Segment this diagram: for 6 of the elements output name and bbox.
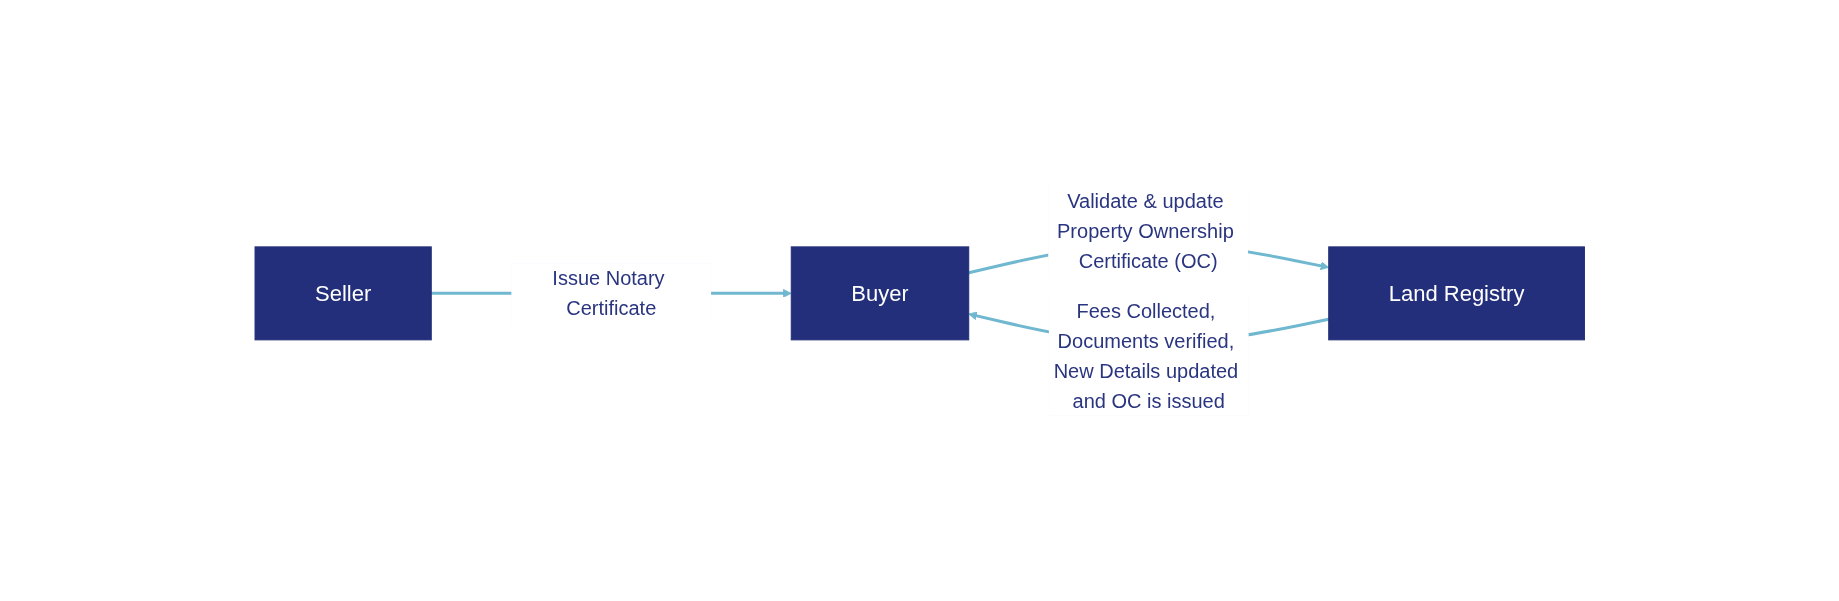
- node-box: Seller: [254, 245, 432, 340]
- edge-label: Validate & update Property Ownership Certificate (OC): [1056, 189, 1234, 272]
- edge-label: Fees Collected, Documents verified, New Details updated and OC is issued: [1053, 299, 1238, 412]
- edge-label: Issue Notary Certificate: [552, 266, 665, 319]
- node-box: Land Registry: [1327, 245, 1585, 340]
- node-box: Buyer: [790, 245, 969, 340]
